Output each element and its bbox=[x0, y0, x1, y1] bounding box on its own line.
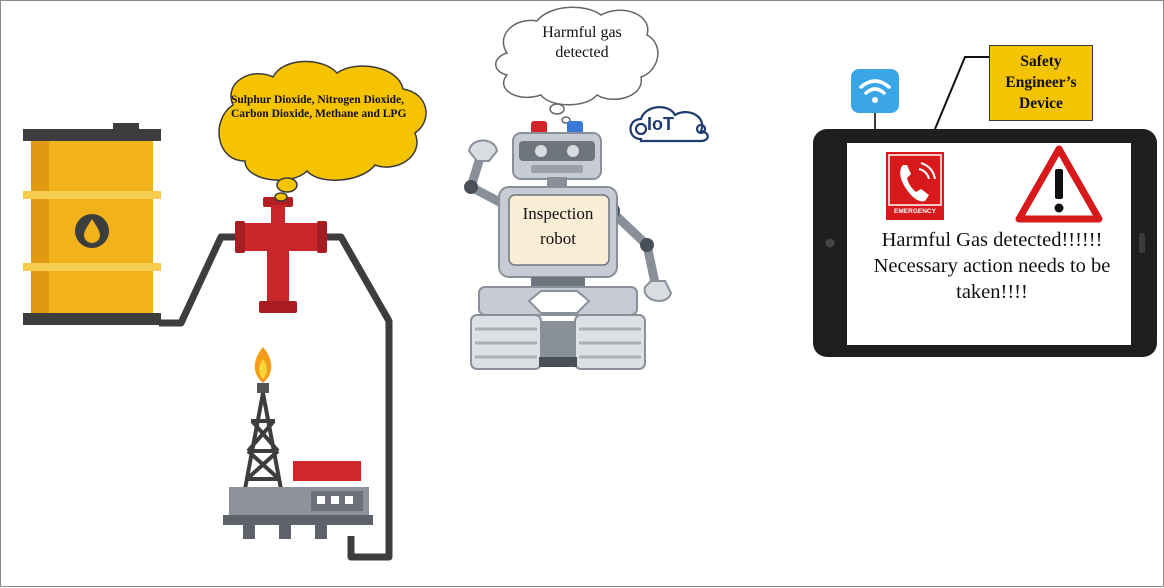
oil-rig bbox=[223, 347, 373, 539]
gas-valve bbox=[235, 197, 327, 313]
device-alert-message: Harmful Gas detected!!!!!! Necessary act… bbox=[873, 229, 1111, 303]
wifi-icon bbox=[851, 69, 899, 129]
oil-barrel bbox=[23, 123, 161, 325]
pipeline bbox=[159, 233, 393, 561]
gas-cloud-label: Sulphur Dioxide, Nitrogen Dioxide, Carbo… bbox=[231, 94, 407, 120]
warning-icon bbox=[1015, 145, 1103, 223]
inspection-robot-label: Inspection robot bbox=[522, 204, 594, 248]
robot-thought-label: Harmful gas detected bbox=[542, 24, 622, 61]
gas-cloud bbox=[218, 60, 427, 202]
emergency-phone-icon bbox=[884, 150, 946, 222]
iot-cloud-icon bbox=[629, 106, 709, 143]
robot-thought-bubble bbox=[495, 6, 659, 124]
safety-engineer-device-label: Safety Engineer’s Device bbox=[989, 45, 1093, 121]
emergency-label: EMERGENCY bbox=[894, 208, 936, 215]
iot-logo-label: IoT bbox=[647, 114, 674, 134]
inspection-robot bbox=[464, 121, 673, 370]
label-connector bbox=[934, 56, 989, 130]
